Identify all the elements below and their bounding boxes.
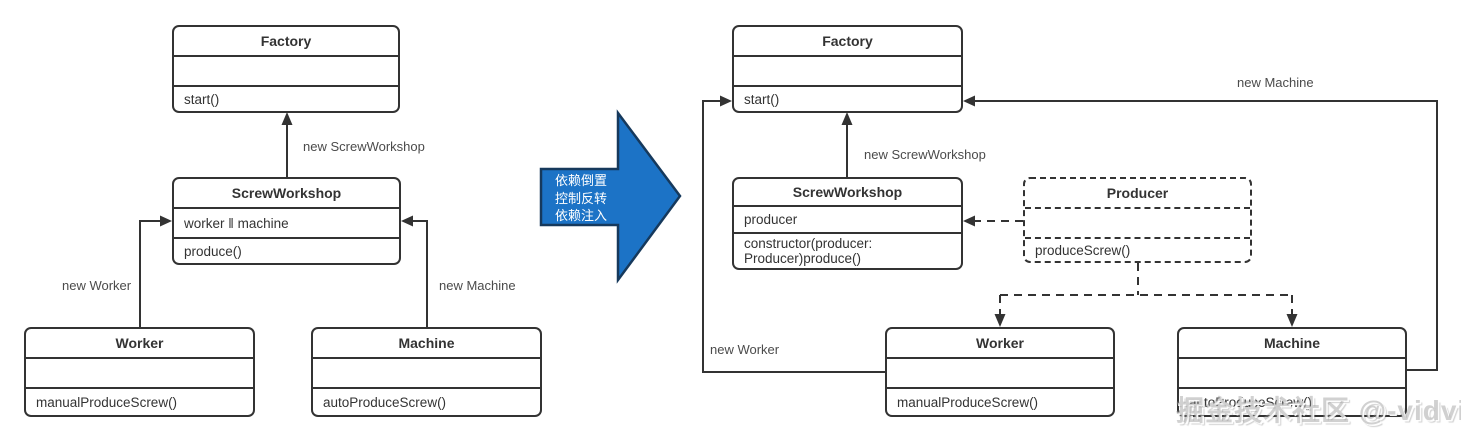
class-methods: produceScrew() xyxy=(1035,242,1131,258)
caption-line-dependency-inversion: 依赖倒置 xyxy=(554,173,607,188)
class-attributes: producer xyxy=(734,207,961,234)
class-attributes xyxy=(313,359,540,389)
class-methods: manualProduceScrew() xyxy=(897,394,1039,410)
class-attributes xyxy=(174,57,398,87)
edge-right-machine-to-factory-new-machine xyxy=(963,95,1438,371)
class-attributes xyxy=(1179,359,1405,389)
class-methods: produce() xyxy=(184,243,242,259)
caption-line-dependency-injection: 依赖注入 xyxy=(554,208,607,223)
class-title: Machine xyxy=(1179,329,1405,359)
edge-label-new-screwworkshop-right: new ScrewWorkshop xyxy=(864,147,986,162)
edge-label-new-machine-right: new Machine xyxy=(1237,75,1314,90)
class-box-factory-left: Factory start() xyxy=(172,25,400,113)
edge-left-worker-to-screwworkshop xyxy=(139,215,172,327)
class-attributes xyxy=(887,359,1113,389)
class-title: ScrewWorkshop xyxy=(174,179,399,209)
class-methods: constructor(producer: Producer)produce() xyxy=(744,236,873,266)
class-box-worker-left: Worker manualProduceScrew() xyxy=(24,327,255,417)
class-methods: manualProduceScrew() xyxy=(36,394,178,410)
class-title: ScrewWorkshop xyxy=(734,179,961,207)
class-box-producer-interface: Producer produceScrew() xyxy=(1023,177,1252,263)
class-attributes xyxy=(26,359,253,389)
edge-left-screwworkshop-to-factory xyxy=(281,112,293,177)
transformation-arrow xyxy=(539,109,682,284)
class-box-worker-right: Worker manualProduceScrew() xyxy=(885,327,1115,417)
class-title: Factory xyxy=(174,27,398,57)
watermark-juejin-community: 掘金技术社区 @-vidvid xyxy=(1176,395,1461,426)
edge-label-new-worker-right: new Worker xyxy=(710,342,780,357)
class-title: Producer xyxy=(1025,179,1250,209)
class-box-machine-left: Machine autoProduceScrew() xyxy=(311,327,542,417)
edge-label-new-machine-left: new Machine xyxy=(439,278,516,293)
edge-producer-to-screwworkshop-dashed xyxy=(963,215,1023,227)
edge-left-machine-to-screwworkshop xyxy=(401,215,428,327)
class-methods: autoProduceScrew() xyxy=(323,394,447,410)
caption-line-inversion-of-control: 控制反转 xyxy=(554,190,607,206)
edge-right-worker-to-factory-new-worker xyxy=(702,95,885,373)
edge-producer-to-worker-and-machine-dashed xyxy=(994,263,1298,327)
class-methods: start() xyxy=(744,91,780,107)
edge-label-new-worker-left: new Worker xyxy=(62,278,132,293)
class-attributes: worker ‖ machine xyxy=(174,209,399,239)
class-title: Machine xyxy=(313,329,540,359)
class-methods: autoProduceScrew() xyxy=(1189,394,1313,410)
class-title: Factory xyxy=(734,27,961,57)
edge-label-new-screwworkshop-left: new ScrewWorkshop xyxy=(303,139,425,154)
class-attributes xyxy=(1025,209,1250,239)
class-box-screwworkshop-left: ScrewWorkshop worker ‖ machine produce() xyxy=(172,177,401,265)
class-box-factory-right: Factory start() xyxy=(732,25,963,113)
transformation-arrow-caption: 依赖倒置 控制反转 依赖注入 xyxy=(544,172,618,225)
edge-right-screwworkshop-to-factory xyxy=(841,112,853,177)
class-title: Worker xyxy=(26,329,253,359)
class-box-machine-right: Machine autoProduceScrew() xyxy=(1177,327,1407,417)
class-title: Worker xyxy=(887,329,1113,359)
class-methods: start() xyxy=(184,91,220,107)
class-attributes xyxy=(734,57,961,87)
class-box-screwworkshop-right: ScrewWorkshop producer constructor(produ… xyxy=(732,177,963,270)
